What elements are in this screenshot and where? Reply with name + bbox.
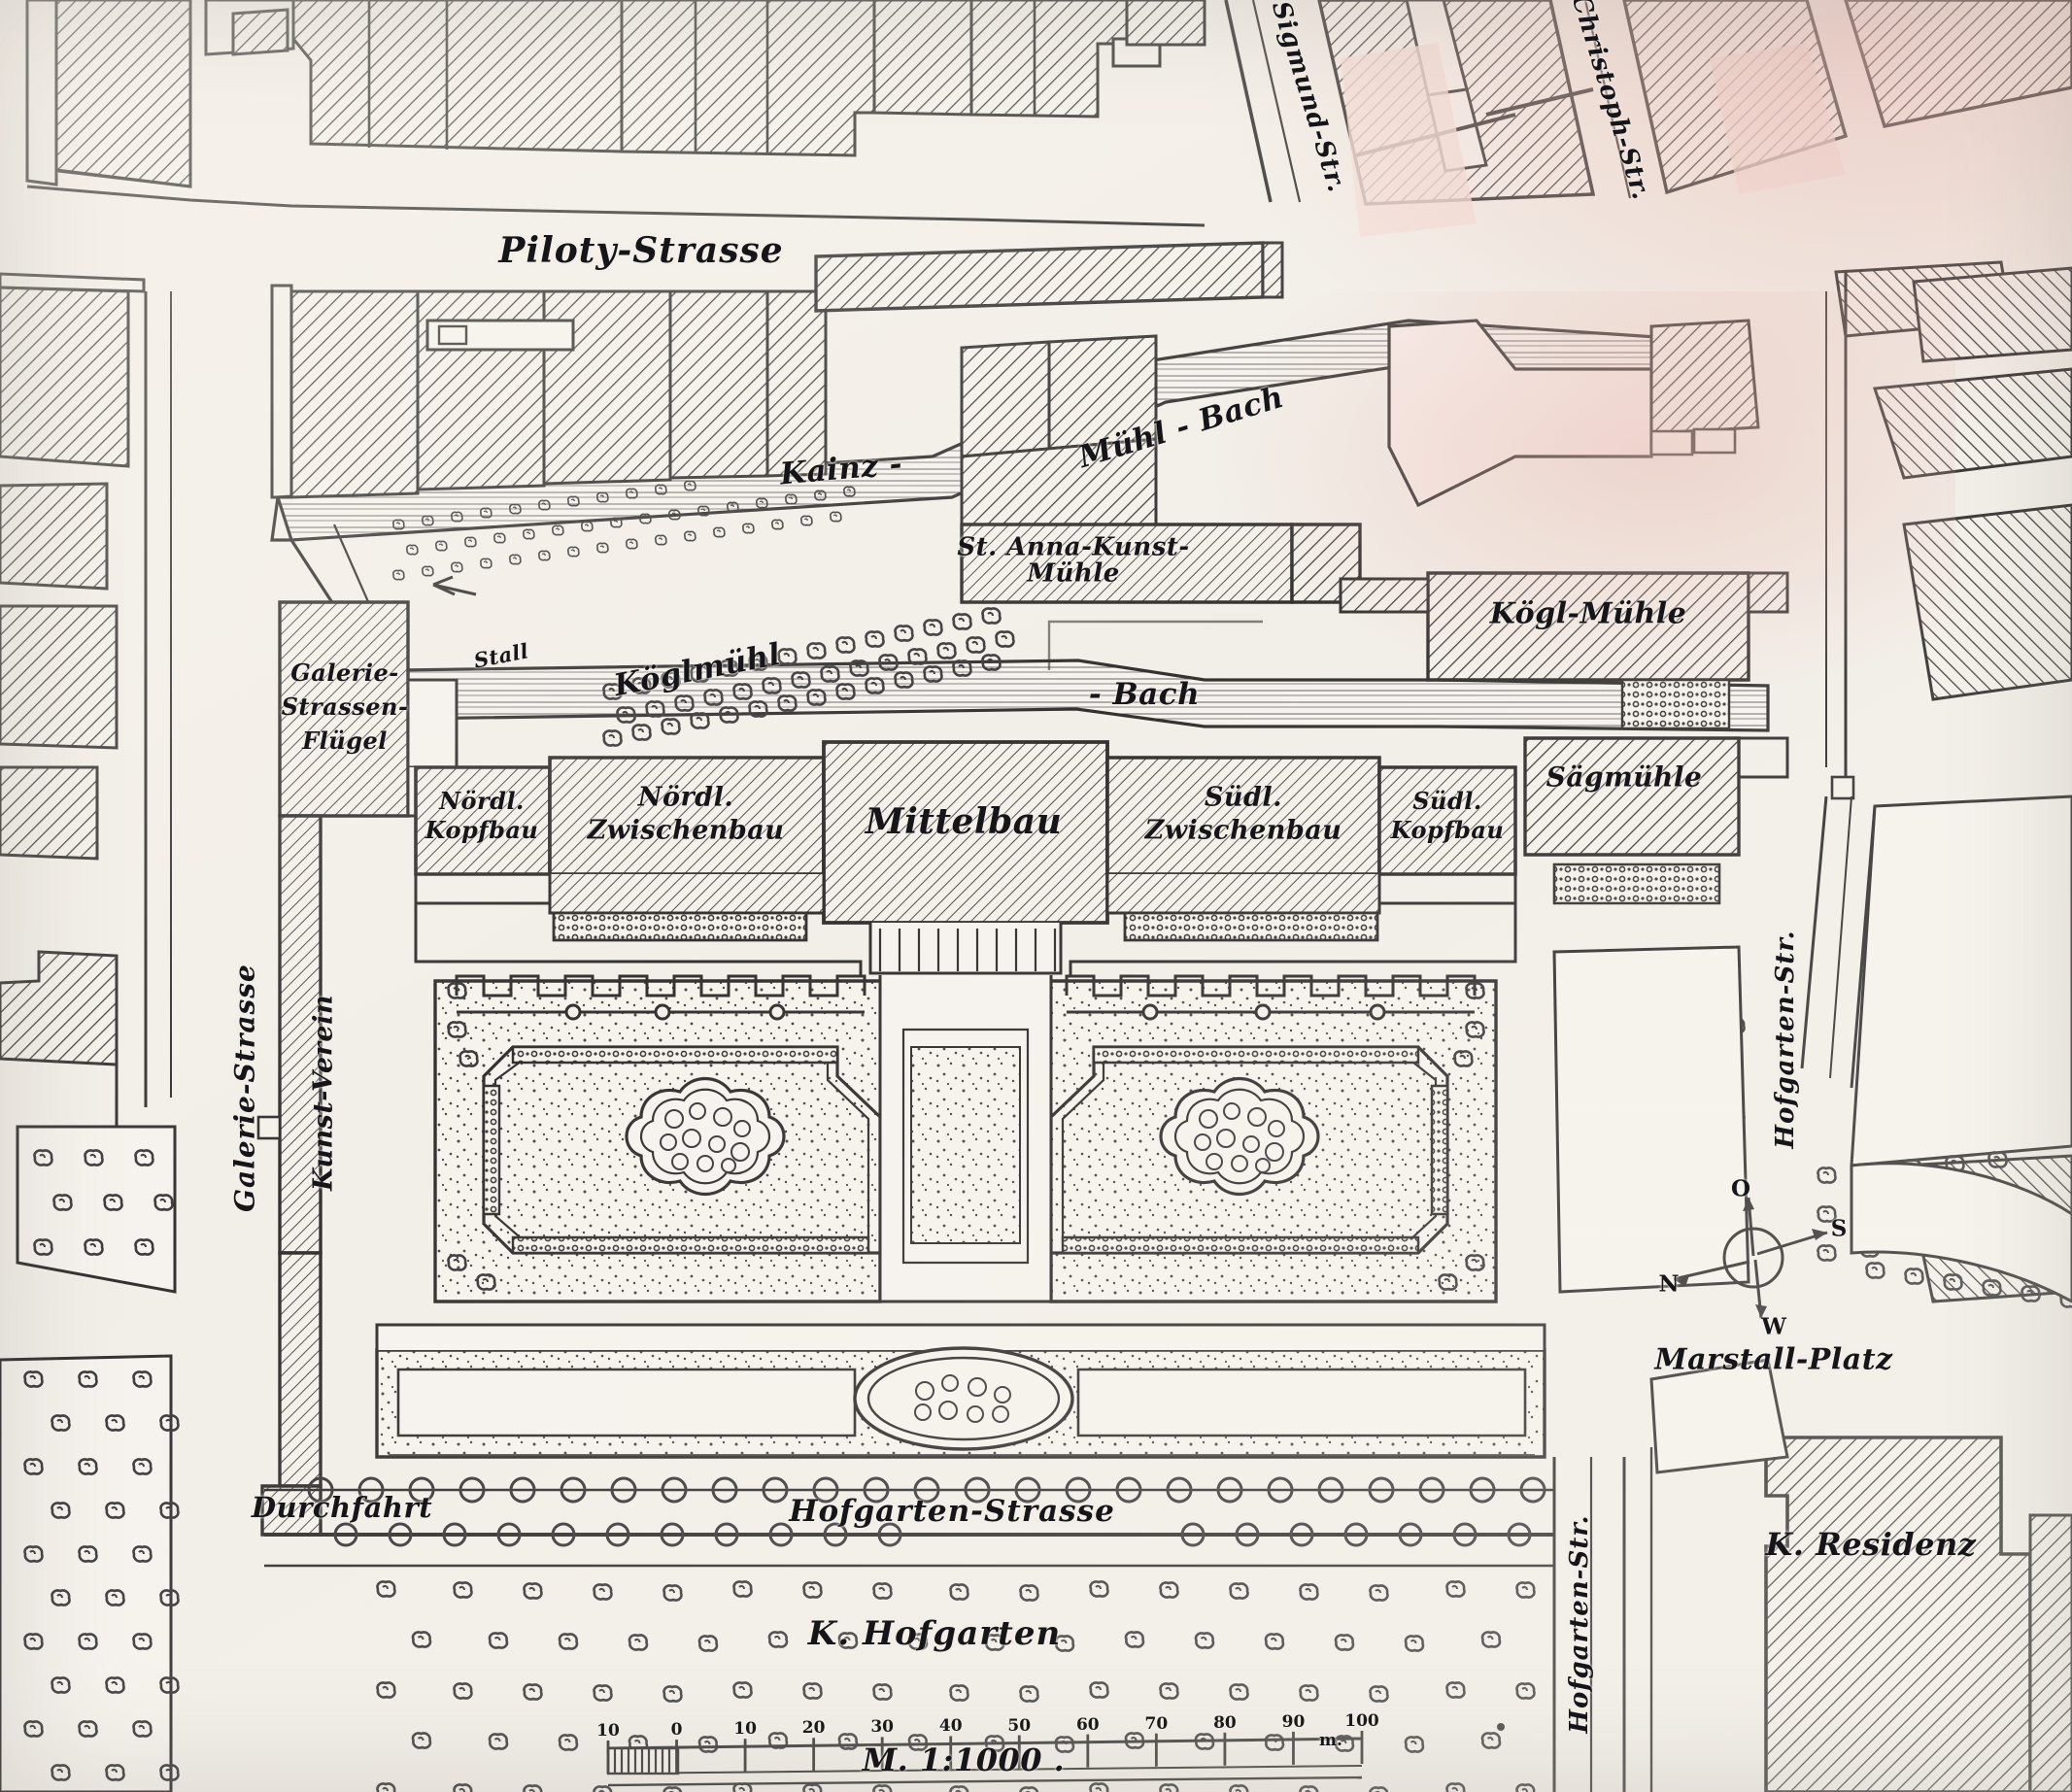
scale-tick-0: 10 bbox=[596, 1721, 620, 1741]
parterre-north bbox=[433, 974, 925, 1303]
scale-tick-8: 70 bbox=[1144, 1713, 1169, 1734]
south-terrace bbox=[375, 1323, 1546, 1459]
scale-tick-5: 40 bbox=[938, 1716, 963, 1737]
scale-tick-6: 50 bbox=[1007, 1715, 1032, 1736]
scale-tick-11: 100 bbox=[1344, 1711, 1379, 1731]
scale-tick-3: 20 bbox=[801, 1718, 826, 1739]
parterre-south bbox=[1006, 974, 1498, 1303]
block-west-upper bbox=[0, 272, 172, 1146]
scale-tick-10: 90 bbox=[1281, 1711, 1306, 1732]
scale-tick-9: 80 bbox=[1213, 1712, 1237, 1733]
scale-tick-1: 0 bbox=[670, 1720, 683, 1741]
scale-tick-7: 60 bbox=[1075, 1714, 1100, 1735]
scale-tick-4: 30 bbox=[870, 1717, 895, 1738]
palace-range bbox=[414, 740, 1517, 975]
scale-tick-2: 10 bbox=[733, 1719, 757, 1740]
central-walk bbox=[878, 975, 1053, 1303]
marker-dot bbox=[1497, 1723, 1505, 1731]
